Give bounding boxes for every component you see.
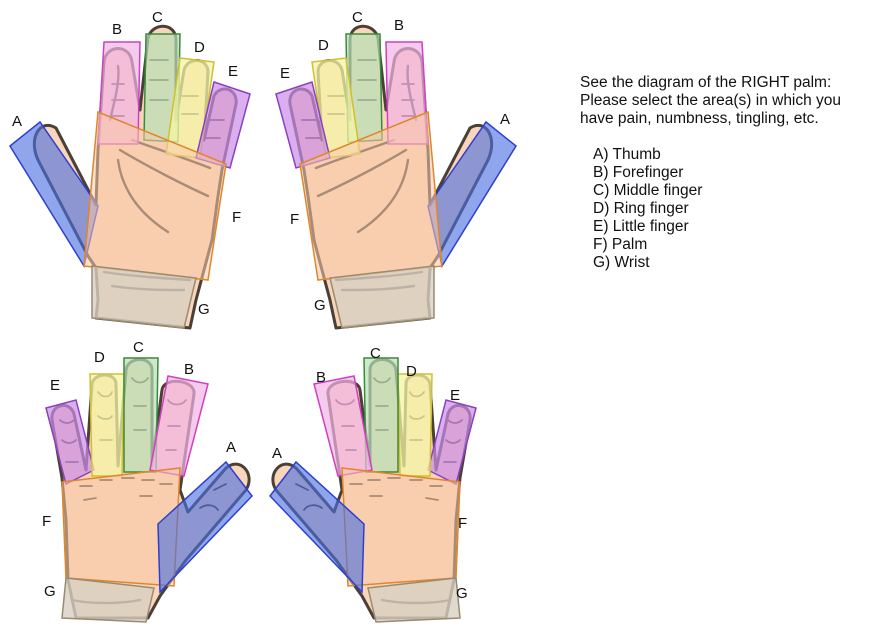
label-d: D [406, 363, 417, 380]
label-d: D [94, 349, 105, 366]
legend-item-ring-finger: D) Ring finger [593, 200, 890, 218]
region-forefinger[interactable] [150, 376, 208, 476]
label-g: G [456, 585, 468, 602]
label-e: E [228, 63, 238, 80]
label-c: C [133, 339, 144, 356]
region-legend: A) Thumb B) Forefinger C) Middle finger … [593, 146, 890, 272]
label-a: A [272, 445, 282, 462]
region-little-finger[interactable] [428, 400, 476, 484]
label-a: A [226, 439, 236, 456]
instruction-line-1: See the diagram of the RIGHT palm: [580, 74, 890, 92]
label-c: C [352, 9, 363, 26]
region-forefinger[interactable] [314, 376, 372, 476]
region-ring-finger[interactable] [398, 374, 432, 476]
legend-item-little-finger: E) Little finger [593, 218, 890, 236]
instruction-line-3: have pain, numbness, tingling, etc. [580, 110, 890, 128]
label-f: F [458, 515, 467, 532]
hand-bottom-left: E D C B A F G [42, 339, 252, 622]
label-c: C [152, 9, 163, 26]
legend-item-wrist: G) Wrist [593, 254, 890, 272]
label-e: E [280, 65, 290, 82]
hand-top-right [276, 26, 516, 328]
hand-bottom-right [270, 358, 476, 622]
label-a: A [12, 113, 22, 130]
label-g: G [314, 297, 326, 314]
legend-item-thumb: A) Thumb [593, 146, 890, 164]
label-b: B [184, 361, 194, 378]
label-f: F [42, 513, 51, 530]
label-g: G [198, 301, 210, 318]
region-thumb[interactable] [428, 122, 516, 266]
label-b: B [394, 17, 404, 34]
region-ring-finger[interactable] [90, 374, 124, 476]
label-d: D [194, 39, 205, 56]
label-b: B [316, 369, 326, 386]
label-f: F [232, 209, 241, 226]
label-e: E [450, 387, 460, 404]
hand-top-left: A B C D E F G [10, 9, 250, 328]
region-thumb[interactable] [10, 122, 98, 266]
label-b: B [112, 21, 122, 38]
label-e: E [50, 377, 60, 394]
legend-item-forefinger: B) Forefinger [593, 164, 890, 182]
region-little-finger[interactable] [46, 400, 94, 484]
instructions-panel: See the diagram of the RIGHT palm: Pleas… [580, 74, 890, 272]
legend-item-palm: F) Palm [593, 236, 890, 254]
instruction-line-2: Please select the area(s) in which you [580, 92, 890, 110]
label-d: D [318, 37, 329, 54]
label-c: C [370, 345, 381, 362]
legend-item-middle-finger: C) Middle finger [593, 182, 890, 200]
label-g: G [44, 583, 56, 600]
label-a: A [500, 111, 510, 128]
label-f: F [290, 211, 299, 228]
